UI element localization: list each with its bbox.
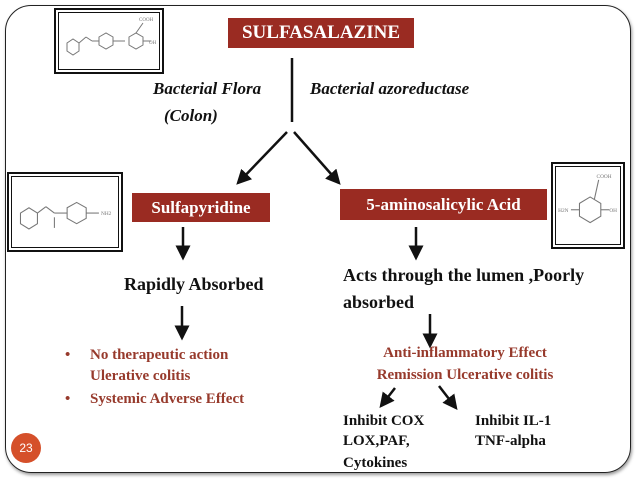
inhibit-cox-text: Inhibit COX — [343, 413, 425, 429]
colon-label: (Colon) — [164, 106, 218, 125]
sulfapyridine-box: Sulfapyridine — [132, 193, 270, 222]
svg-text:COOH: COOH — [139, 18, 154, 23]
arrow-to-asa — [293, 131, 341, 185]
svg-text:OH: OH — [149, 41, 157, 46]
lox-paf-text: LOX,PAF, — [343, 433, 410, 449]
sulfapyridine-structure-image: NH2 — [7, 172, 123, 252]
asa-structure-image: COOH OH H2N — [551, 162, 625, 249]
bullet-no-therapeutic: No therapeutic action — [90, 347, 229, 363]
arrow-to-cox — [379, 387, 396, 408]
svg-text:H2N: H2N — [558, 208, 569, 214]
arrow-to-sulfapyridine — [236, 131, 288, 185]
tnf-alpha-text: TNF-alpha — [475, 433, 546, 449]
asa-box: 5-aminosalicylic Acid — [340, 189, 547, 220]
cytokines-text: Cytokines — [343, 455, 408, 471]
sulfasalazine-structure-image: COOH OH — [54, 8, 164, 74]
azoreductase-label: Bacterial azoreductase — [310, 79, 470, 98]
lumen-text-line2: absorbed — [343, 292, 415, 312]
nh2-text: NH2 — [101, 211, 112, 217]
bullet-systemic: Systemic Adverse Effect — [90, 391, 245, 407]
anti-inflammatory-text: Anti-inflammatory Effect — [383, 345, 547, 361]
sulfasalazine-box: SULFASALAZINE — [228, 18, 414, 48]
bullet-continuation: Ulerative colitis — [90, 368, 191, 384]
svg-text:COOH: COOH — [597, 174, 612, 180]
arrow-to-il1 — [438, 385, 458, 410]
lumen-text-line1: Acts through the lumen ,Poorly — [343, 265, 585, 285]
remission-text: Remission Ulcerative colitis — [376, 367, 554, 383]
page-number-badge: 23 — [11, 433, 41, 463]
bullet-dot: • — [65, 391, 71, 407]
inhibit-il1-text: Inhibit IL-1 — [475, 413, 552, 429]
bacterial-flora-label: Bacterial Flora — [153, 79, 262, 98]
slide-frame — [5, 5, 631, 473]
bullet-dot: • — [65, 347, 71, 363]
svg-text:OH: OH — [609, 208, 617, 214]
rapidly-absorbed-text: Rapidly Absorbed — [124, 274, 264, 294]
